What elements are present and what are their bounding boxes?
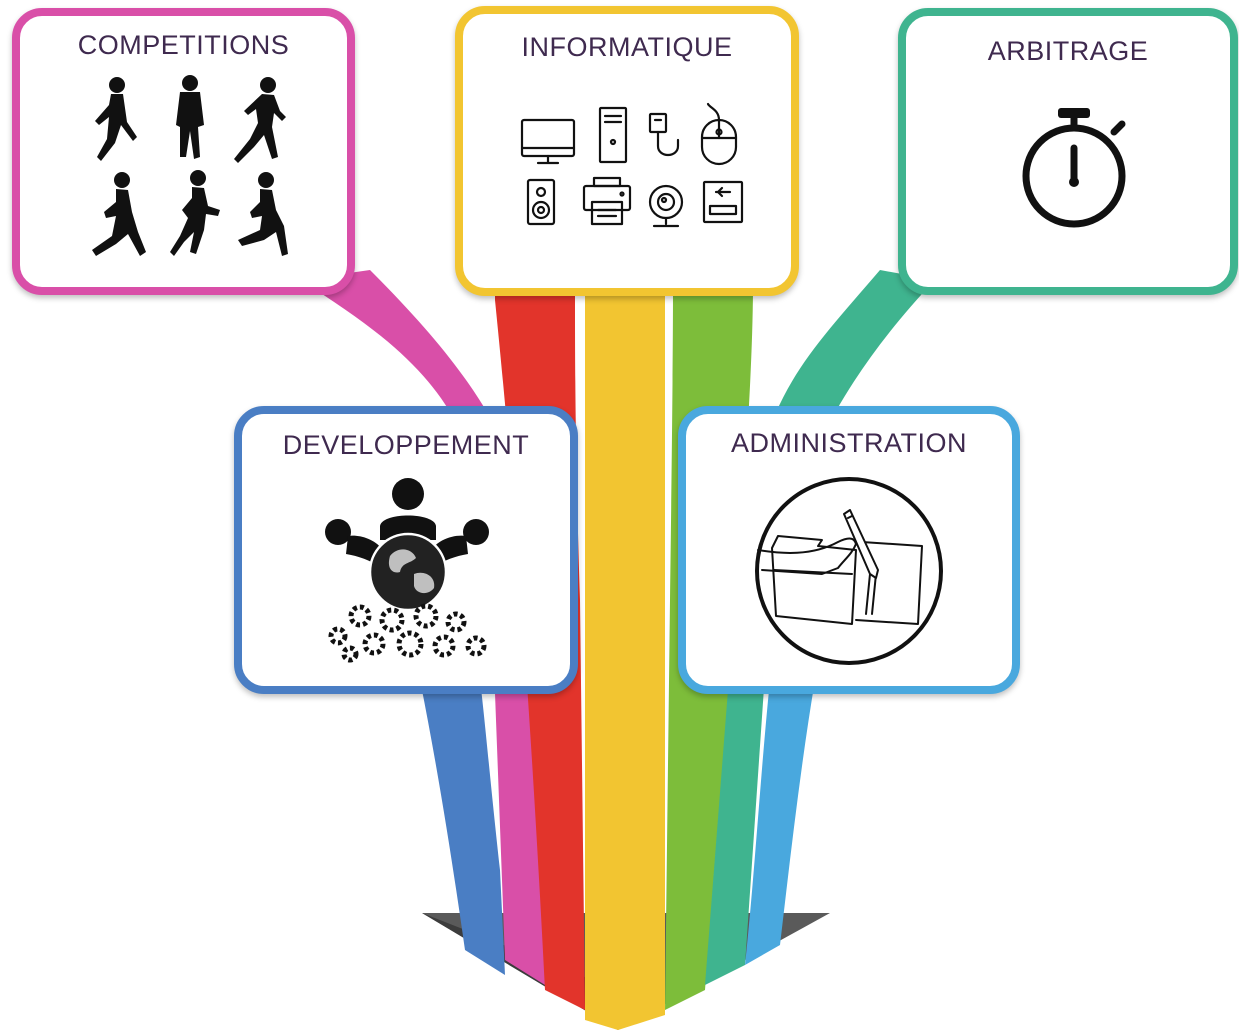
runners-icon (92, 75, 288, 256)
informatique-title: INFORMATIQUE (521, 32, 733, 62)
pc-tower-icon (598, 106, 628, 164)
mouse-icon (700, 102, 738, 166)
developpement-title: DEVELOPPEMENT (282, 430, 530, 460)
signing-document-icon (755, 477, 943, 665)
network-card-icon (702, 180, 744, 224)
competitions-title: COMPETITIONS (77, 30, 290, 60)
computer-devices-icon (520, 102, 744, 228)
administration-title: ADMINISTRATION (731, 428, 967, 458)
ribbon-yellow (585, 290, 665, 1030)
developpement-card[interactable]: DEVELOPPEMENT (234, 406, 578, 694)
printer-icon (582, 176, 632, 226)
ribbon-light-blue (745, 680, 815, 965)
arbitrage-card[interactable]: ARBITRAGE (898, 8, 1238, 295)
monitor-icon (520, 118, 576, 165)
team-globe-gears-icon (325, 478, 489, 663)
usb-icon (648, 112, 680, 157)
administration-card[interactable]: ADMINISTRATION (678, 406, 1020, 694)
informatique-card[interactable]: INFORMATIQUE (455, 6, 799, 296)
speaker-icon (526, 178, 556, 226)
competitions-card[interactable]: COMPETITIONS (12, 8, 355, 295)
stopwatch-icon (1022, 108, 1126, 228)
webcam-icon (648, 184, 684, 228)
ribbon-blue (420, 680, 505, 975)
arbitrage-title: ARBITRAGE (987, 36, 1149, 66)
